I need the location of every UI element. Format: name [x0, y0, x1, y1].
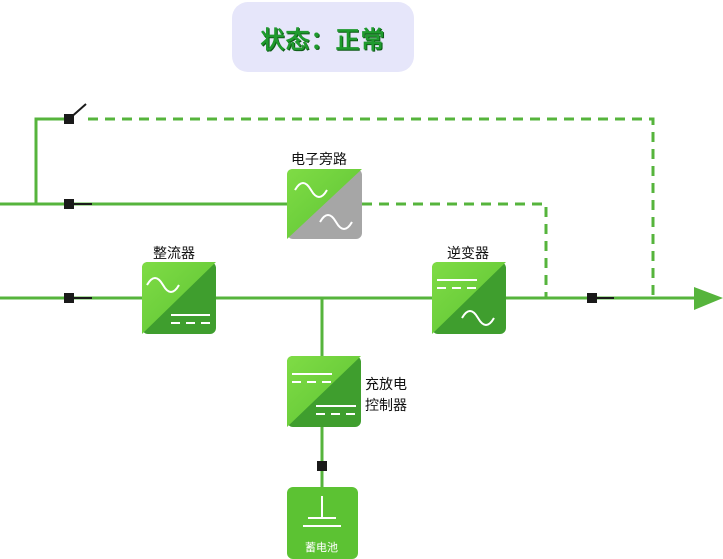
sine-icon — [146, 277, 180, 293]
output-arrow-icon — [694, 287, 723, 310]
maintenance-input-line — [34, 117, 70, 204]
bypass-output-line — [362, 202, 548, 298]
sine-icon — [461, 310, 495, 326]
inverter-box — [432, 262, 506, 334]
inverter-label: 逆变器 — [447, 246, 489, 262]
charger-label-line1: 充放电 — [365, 377, 407, 393]
sine-icon — [319, 214, 353, 230]
dashed-lines — [88, 117, 655, 298]
switches — [64, 103, 614, 471]
battery-box — [287, 487, 358, 559]
main-input-switch[interactable] — [64, 293, 92, 303]
power-lines — [0, 117, 700, 488]
status-banner: 状态：正常 — [232, 2, 414, 72]
battery-label: 蓄电池 — [305, 541, 338, 554]
bypass-input-switch[interactable] — [64, 199, 92, 209]
maintenance-switch[interactable] — [64, 103, 87, 124]
charger-label-line2: 控制器 — [365, 398, 407, 414]
rectifier-label: 整流器 — [153, 246, 195, 262]
battery-switch[interactable] — [317, 461, 327, 471]
rectifier-box — [142, 262, 216, 334]
sine-icon — [294, 182, 328, 198]
output-switch[interactable] — [587, 293, 614, 303]
maintenance-bypass-line — [88, 117, 655, 298]
bypass-label: 电子旁路 — [291, 152, 347, 168]
charger-box — [287, 356, 361, 427]
status-text: 状态：正常 — [260, 25, 386, 54]
bypass-box — [287, 169, 362, 239]
